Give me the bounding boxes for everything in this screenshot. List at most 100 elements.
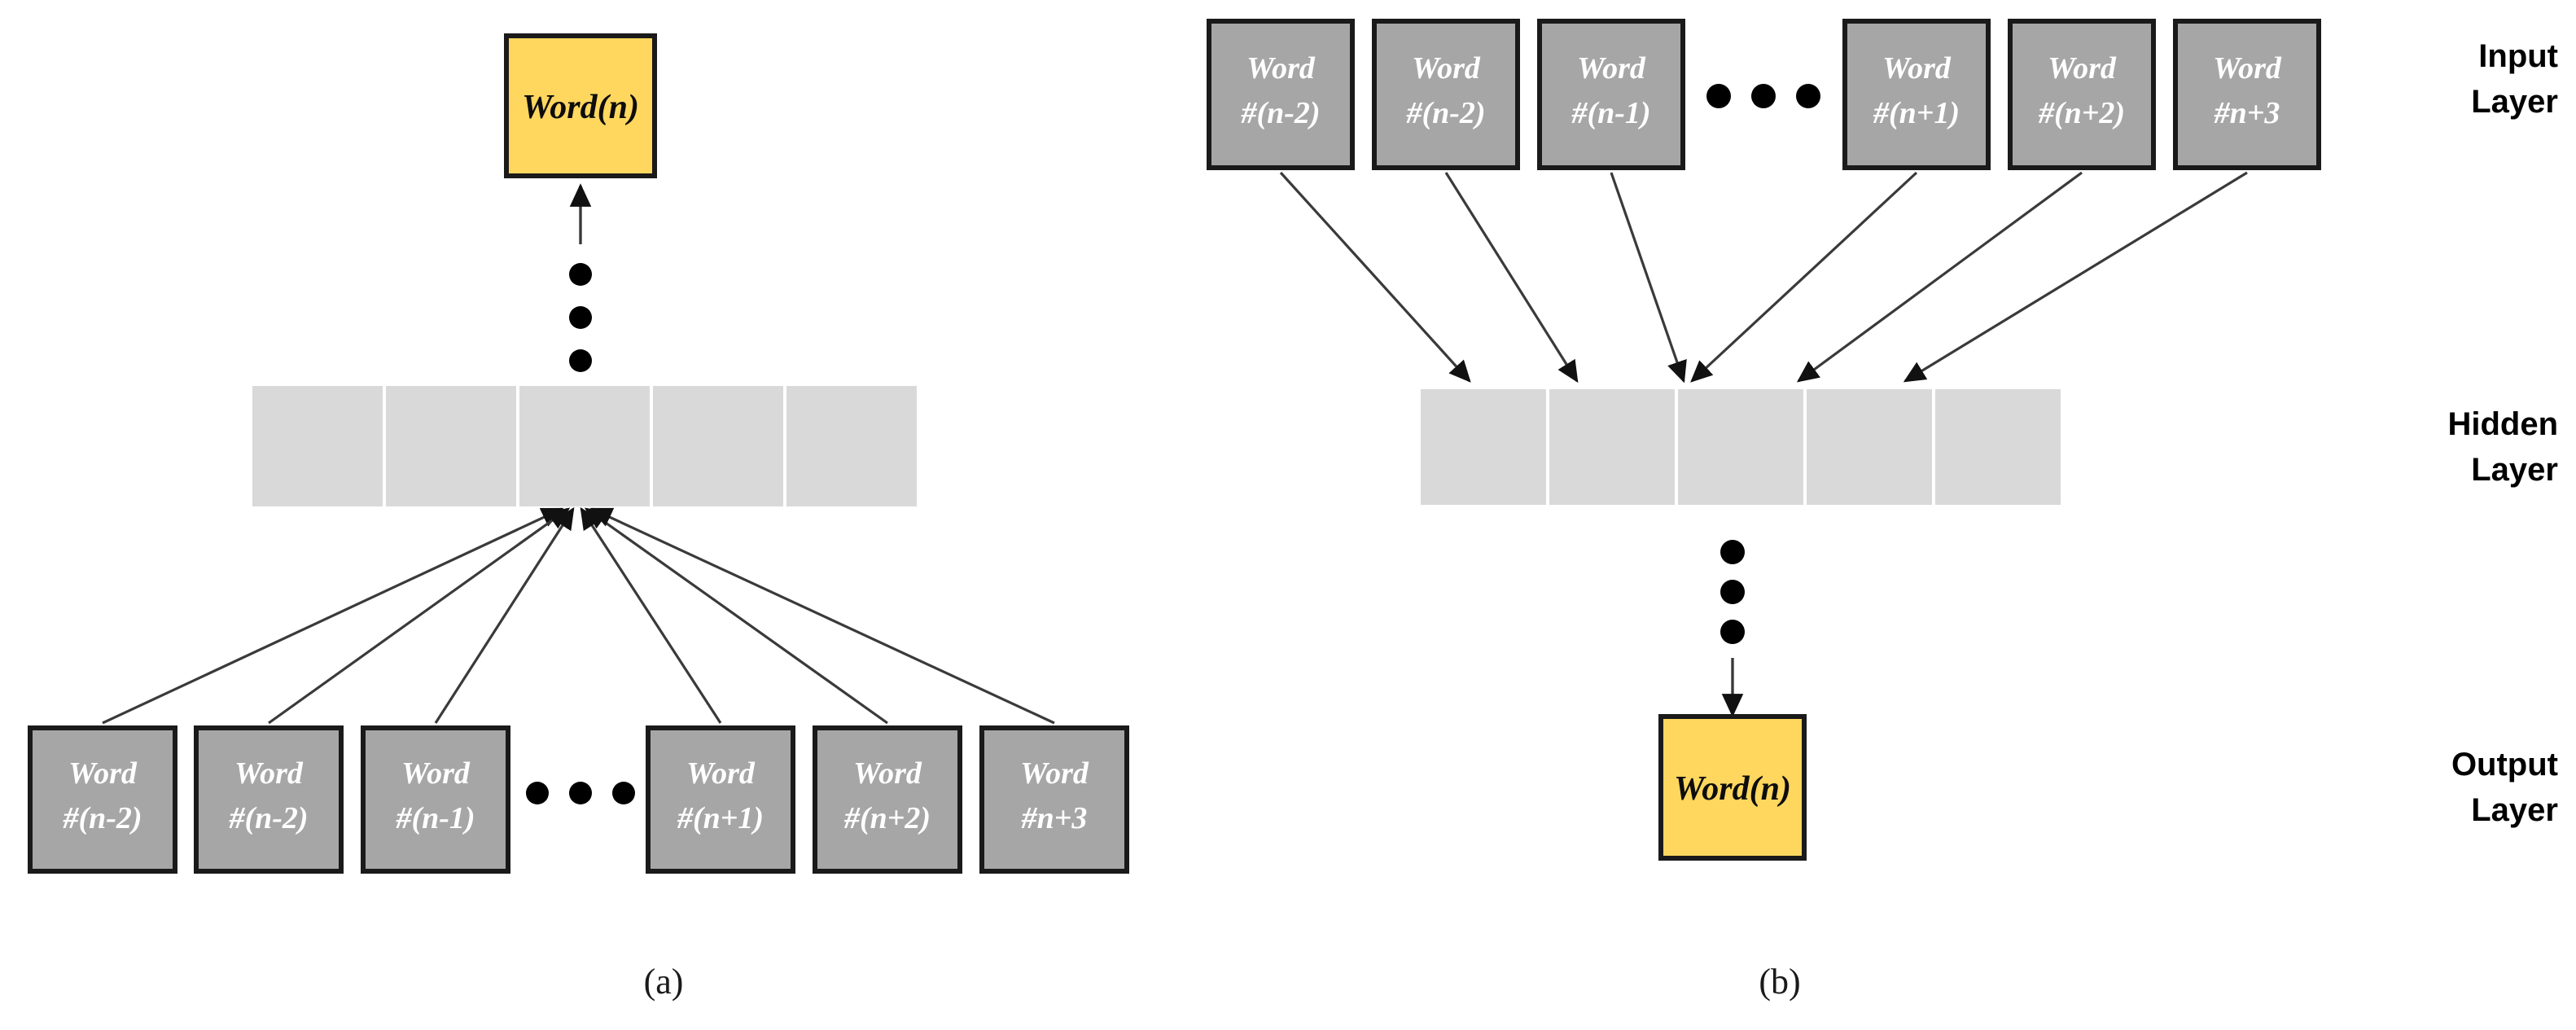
output-box-label: Word(n) bbox=[1674, 770, 1791, 808]
input-box-line2: #(n-1) bbox=[395, 801, 475, 835]
hidden-cell[interactable] bbox=[519, 386, 650, 506]
edge-input-1-to-hidden bbox=[268, 507, 571, 725]
input-box-line2: #(n-2) bbox=[62, 801, 142, 835]
ellipsis-dot bbox=[569, 306, 592, 329]
input-box-line2: #n+3 bbox=[1021, 801, 1088, 835]
input-box-line1: Word bbox=[1246, 51, 1316, 85]
ellipsis-dot bbox=[1720, 540, 1745, 564]
input-box-rect[interactable] bbox=[1537, 19, 1685, 170]
hidden-cell[interactable] bbox=[1549, 389, 1675, 505]
edge-input-3-to-hidden bbox=[1690, 171, 1918, 383]
input-box[interactable]: Word #(n+2) bbox=[2008, 19, 2156, 170]
input-box-line2: #(n-2) bbox=[228, 801, 308, 835]
layer-label-output: Output Layer bbox=[2451, 747, 2558, 828]
output-box-label: Word(n) bbox=[522, 89, 639, 126]
panel-b-hidden-layer bbox=[1421, 389, 2061, 505]
input-box-rect[interactable] bbox=[194, 725, 344, 874]
input-box-line2: #(n-2) bbox=[1240, 96, 1320, 130]
input-box-line1: Word bbox=[2048, 51, 2117, 85]
edge-input-5-to-hidden bbox=[589, 507, 1055, 725]
panel-a-output-box[interactable]: Word(n) bbox=[504, 33, 657, 178]
input-box-line2: #(n-2) bbox=[1405, 96, 1485, 130]
edge-input-4-to-hidden bbox=[584, 507, 888, 725]
edge-input-1-to-hidden bbox=[1444, 172, 1579, 384]
hidden-cell[interactable] bbox=[1807, 389, 1932, 505]
input-box-line1: Word bbox=[2213, 51, 2282, 85]
input-box[interactable]: Word #(n+1) bbox=[1842, 19, 1991, 170]
input-box[interactable]: Word #n+3 bbox=[979, 725, 1129, 874]
input-box-line1: Word bbox=[853, 756, 922, 791]
panel-b-input-boxes: Word #(n-2) Word #(n-2) Word #(n-1) Word… bbox=[1207, 19, 2321, 170]
hidden-cell[interactable] bbox=[386, 386, 516, 506]
edge-input-0-to-hidden bbox=[102, 507, 564, 725]
layer-labels: Input Layer Hidden Layer Output Layer bbox=[2447, 38, 2558, 828]
input-box-line1: Word bbox=[401, 756, 471, 791]
input-box-line1: Word bbox=[1412, 51, 1481, 85]
ellipsis-dot bbox=[526, 782, 549, 804]
hidden-cell[interactable] bbox=[1935, 389, 2061, 505]
hidden-cell[interactable] bbox=[252, 386, 383, 506]
input-box-line1: Word bbox=[1020, 756, 1089, 791]
hidden-cell[interactable] bbox=[786, 386, 917, 506]
input-box[interactable]: Word #(n-2) bbox=[1372, 19, 1520, 170]
input-box-line2: #(n-1) bbox=[1571, 96, 1650, 130]
hidden-cell[interactable] bbox=[1678, 389, 1803, 505]
input-box-rect[interactable] bbox=[1842, 19, 1991, 170]
ellipsis-dot bbox=[569, 263, 592, 286]
output-box-rect[interactable] bbox=[504, 33, 657, 178]
panel-b-edges bbox=[1279, 171, 2248, 384]
hidden-cell[interactable] bbox=[1421, 389, 1546, 505]
layer-label-input-line1: Input bbox=[2478, 38, 2558, 74]
input-box[interactable]: Word #(n-1) bbox=[361, 725, 510, 874]
panel-a-caption: (a) bbox=[644, 962, 684, 1002]
layer-label-hidden-line1: Hidden bbox=[2447, 406, 2558, 442]
edge-input-4-to-hidden bbox=[1796, 171, 2083, 383]
panel-a-vertical-ellipsis bbox=[569, 263, 592, 372]
input-box[interactable]: Word #n+3 bbox=[2173, 19, 2321, 170]
layer-label-hidden-line2: Layer bbox=[2471, 452, 2558, 488]
ellipsis-dot bbox=[1751, 84, 1776, 108]
input-box[interactable]: Word #(n-2) bbox=[28, 725, 177, 874]
panel-a: Word(n) Word #(n-2) Word #(n-2) bbox=[28, 33, 1129, 1002]
input-box-rect[interactable] bbox=[361, 725, 510, 874]
input-box[interactable]: Word #(n-2) bbox=[1207, 19, 1355, 170]
input-box-line2: #(n+2) bbox=[843, 801, 931, 835]
output-box-rect[interactable] bbox=[1658, 714, 1807, 861]
input-box-rect[interactable] bbox=[979, 725, 1129, 874]
ellipsis-dot bbox=[1706, 84, 1731, 108]
edge-input-2-to-hidden bbox=[1610, 172, 1687, 384]
edge-input-0-to-hidden bbox=[1279, 171, 1471, 383]
input-box-rect[interactable] bbox=[2008, 19, 2156, 170]
layer-label-output-line2: Layer bbox=[2471, 792, 2558, 828]
input-box-line1: Word bbox=[1577, 51, 1646, 85]
input-box-rect[interactable] bbox=[1372, 19, 1520, 170]
ellipsis-dot bbox=[1720, 620, 1745, 644]
input-box[interactable]: Word #(n-1) bbox=[1537, 19, 1685, 170]
ellipsis-dot bbox=[569, 349, 592, 372]
input-box-line2: #(n+1) bbox=[1873, 96, 1960, 130]
panel-a-hidden-layer bbox=[252, 386, 917, 506]
panel-b-vertical-ellipsis bbox=[1720, 540, 1745, 644]
input-box-line1: Word bbox=[68, 756, 138, 791]
input-box[interactable]: Word #(n+2) bbox=[813, 725, 962, 874]
input-box-rect[interactable] bbox=[2173, 19, 2321, 170]
hidden-cell[interactable] bbox=[653, 386, 783, 506]
layer-label-output-line1: Output bbox=[2451, 747, 2558, 782]
input-box-line2: #(n+1) bbox=[677, 801, 764, 835]
panel-b-horizontal-ellipsis bbox=[1706, 84, 1820, 108]
input-box-rect[interactable] bbox=[1207, 19, 1355, 170]
input-box-rect[interactable] bbox=[813, 725, 962, 874]
panel-b-caption: (b) bbox=[1759, 962, 1800, 1002]
edge-input-2-to-hidden bbox=[434, 506, 575, 724]
input-box-line1: Word bbox=[1882, 51, 1952, 85]
input-box-rect[interactable] bbox=[646, 725, 795, 874]
input-box-rect[interactable] bbox=[28, 725, 177, 874]
input-box-line1: Word bbox=[234, 756, 304, 791]
input-box[interactable]: Word #(n-2) bbox=[194, 725, 344, 874]
panel-b-output-box[interactable]: Word(n) bbox=[1658, 714, 1807, 861]
ellipsis-dot bbox=[612, 782, 635, 804]
panel-a-horizontal-ellipsis bbox=[526, 782, 635, 804]
input-box[interactable]: Word #(n+1) bbox=[646, 725, 795, 874]
